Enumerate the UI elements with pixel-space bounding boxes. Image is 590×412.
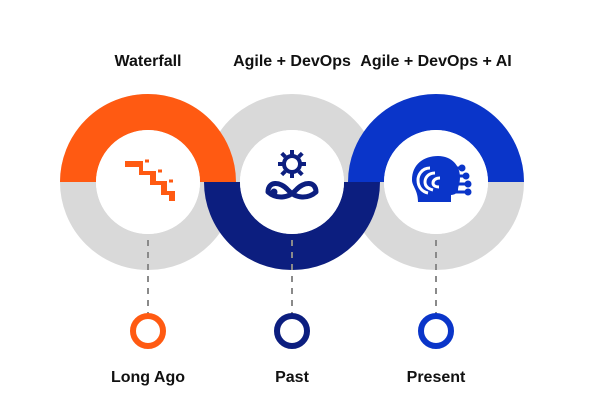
inner-discs <box>96 130 488 234</box>
title-waterfall: Waterfall <box>115 53 182 70</box>
timeline-connectors <box>147 240 437 316</box>
ring-agile-devops-ai-accent <box>348 94 524 183</box>
ring-waterfall-accent <box>60 94 236 183</box>
inner-disc-agile-devops <box>240 130 344 234</box>
staircase-icon <box>125 159 175 201</box>
marker-agile-devops-ai <box>418 313 454 349</box>
marker-waterfall <box>130 313 166 349</box>
title-agile-devops: Agile + DevOps <box>233 53 351 70</box>
label-long-ago: Long Ago <box>111 369 185 386</box>
label-present: Present <box>407 369 466 386</box>
title-agile-devops-ai: Agile + DevOps + AI <box>360 53 511 70</box>
marker-agile-devops <box>274 313 310 349</box>
timeline-markers <box>130 313 454 349</box>
label-past: Past <box>275 369 309 386</box>
ai-head-icon <box>412 156 472 202</box>
gear-infinity-icon <box>265 150 319 200</box>
inner-disc-waterfall <box>96 130 200 234</box>
